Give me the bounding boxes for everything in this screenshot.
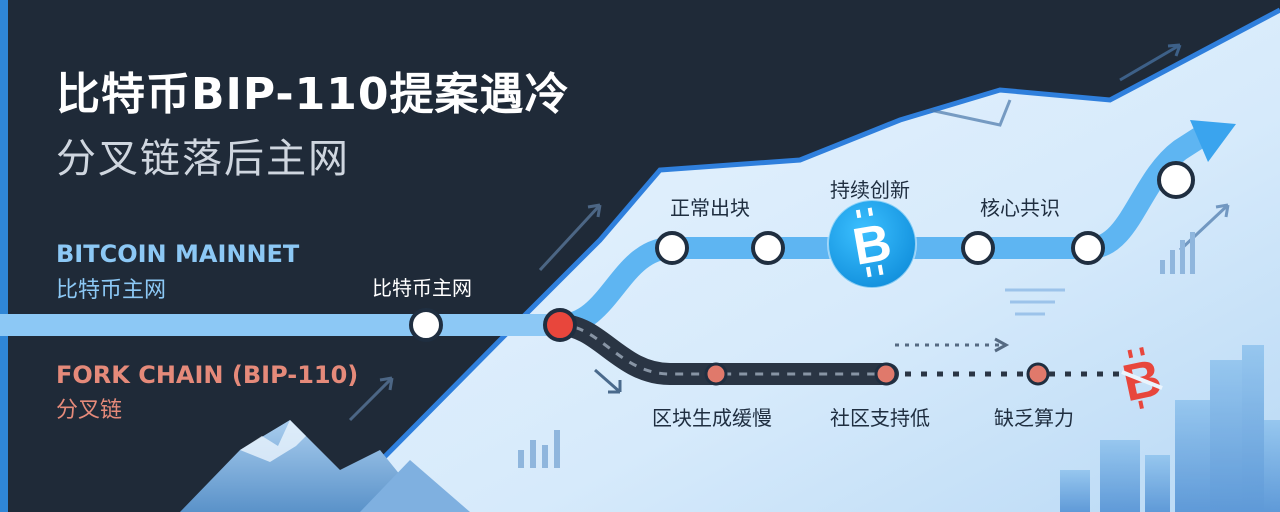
label-low-support: 社区支持低 bbox=[830, 406, 930, 430]
chart-edge-line bbox=[328, 7, 1280, 512]
label-consensus: 核心共识 bbox=[980, 196, 1060, 220]
mainnet-trunk bbox=[0, 314, 560, 336]
label-slow-blocks: 区块生成缓慢 bbox=[652, 406, 772, 430]
mainnet-node-1 bbox=[655, 231, 689, 265]
mountains bbox=[180, 420, 430, 512]
legend-fork-en: FORK CHAIN (BIP-110) bbox=[56, 361, 359, 389]
label-normal-block: 正常出块 bbox=[670, 196, 750, 220]
mainnet-node-4 bbox=[1071, 231, 1105, 265]
label-no-hashpower: 缺乏算力 bbox=[994, 406, 1074, 430]
legend-mainnet-en: BITCOIN MAINNET bbox=[56, 240, 300, 268]
bar-chart-icon bbox=[518, 430, 560, 468]
bitcoin-icon: B bbox=[827, 199, 917, 289]
mainnet-nodes bbox=[409, 161, 1195, 342]
mainnet-node-5 bbox=[1157, 161, 1195, 199]
trend-arrow-icon bbox=[1190, 120, 1236, 162]
page-subtitle: 分叉链落后主网 bbox=[56, 136, 350, 182]
legend-fork-zh: 分叉链 bbox=[56, 398, 123, 423]
left-accent-bar bbox=[0, 0, 8, 512]
bar-chart-icon bbox=[1160, 232, 1195, 274]
mainnet-node-junction bbox=[409, 308, 443, 342]
split-node bbox=[543, 308, 577, 342]
page-title: 比特币BIP-110提案遇冷 bbox=[56, 69, 570, 120]
fork-nodes bbox=[704, 362, 1050, 386]
mainnet-node-2 bbox=[751, 231, 785, 265]
label-innovation: 持续创新 bbox=[830, 178, 910, 202]
label-mainnet-junction: 比特币主网 bbox=[372, 276, 472, 300]
city-skyline bbox=[1060, 345, 1280, 512]
fork-progress-arrow bbox=[895, 337, 1010, 353]
chart-area bbox=[330, 10, 1280, 512]
legend-mainnet-zh: 比特币主网 bbox=[56, 278, 167, 303]
speed-lines bbox=[1005, 288, 1065, 316]
mainnet-node-3 bbox=[961, 231, 995, 265]
fork-track-dashes bbox=[559, 323, 888, 376]
